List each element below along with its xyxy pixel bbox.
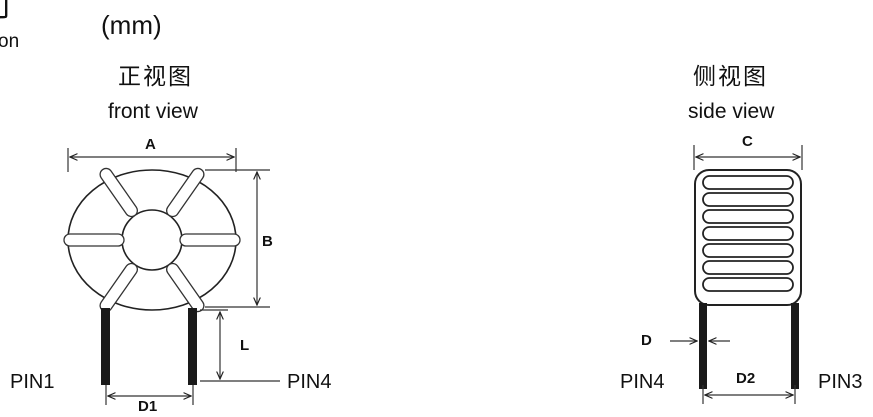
side-view-title-en: side view	[688, 100, 775, 123]
front-view-toroid	[63, 167, 241, 385]
front-pin-right: PIN4	[287, 371, 332, 393]
dim-d2-label: D2	[736, 370, 756, 387]
front-view-title-cn: 正视图	[118, 64, 193, 90]
side-dimension-lines	[670, 145, 803, 404]
dim-a-label: A	[145, 136, 156, 153]
front-pin-left: PIN1	[10, 371, 55, 393]
dim-b-label: B	[262, 233, 273, 250]
side-lead-left	[699, 303, 707, 389]
front-lead-right	[188, 308, 197, 385]
unit-label: (mm)	[101, 10, 162, 40]
dim-c-label: C	[742, 133, 753, 150]
dim-d1-label: D1	[138, 398, 158, 415]
side-lead-right	[791, 303, 799, 389]
side-view-coil	[694, 169, 802, 389]
front-winding-bands	[63, 167, 241, 313]
header-title-cn: 寸	[0, 0, 16, 24]
header-title-en: on	[0, 31, 20, 52]
side-pin-right: PIN3	[818, 371, 863, 393]
front-view-title-en: front view	[108, 100, 198, 123]
dim-d-label: D	[641, 332, 652, 349]
side-pin-left: PIN4	[620, 371, 665, 393]
side-wire-turns	[702, 175, 794, 292]
front-dimension-lines	[67, 148, 280, 405]
dim-l-label: L	[240, 337, 250, 354]
front-lead-left	[101, 308, 110, 385]
side-view-title-cn: 侧视图	[693, 64, 768, 90]
